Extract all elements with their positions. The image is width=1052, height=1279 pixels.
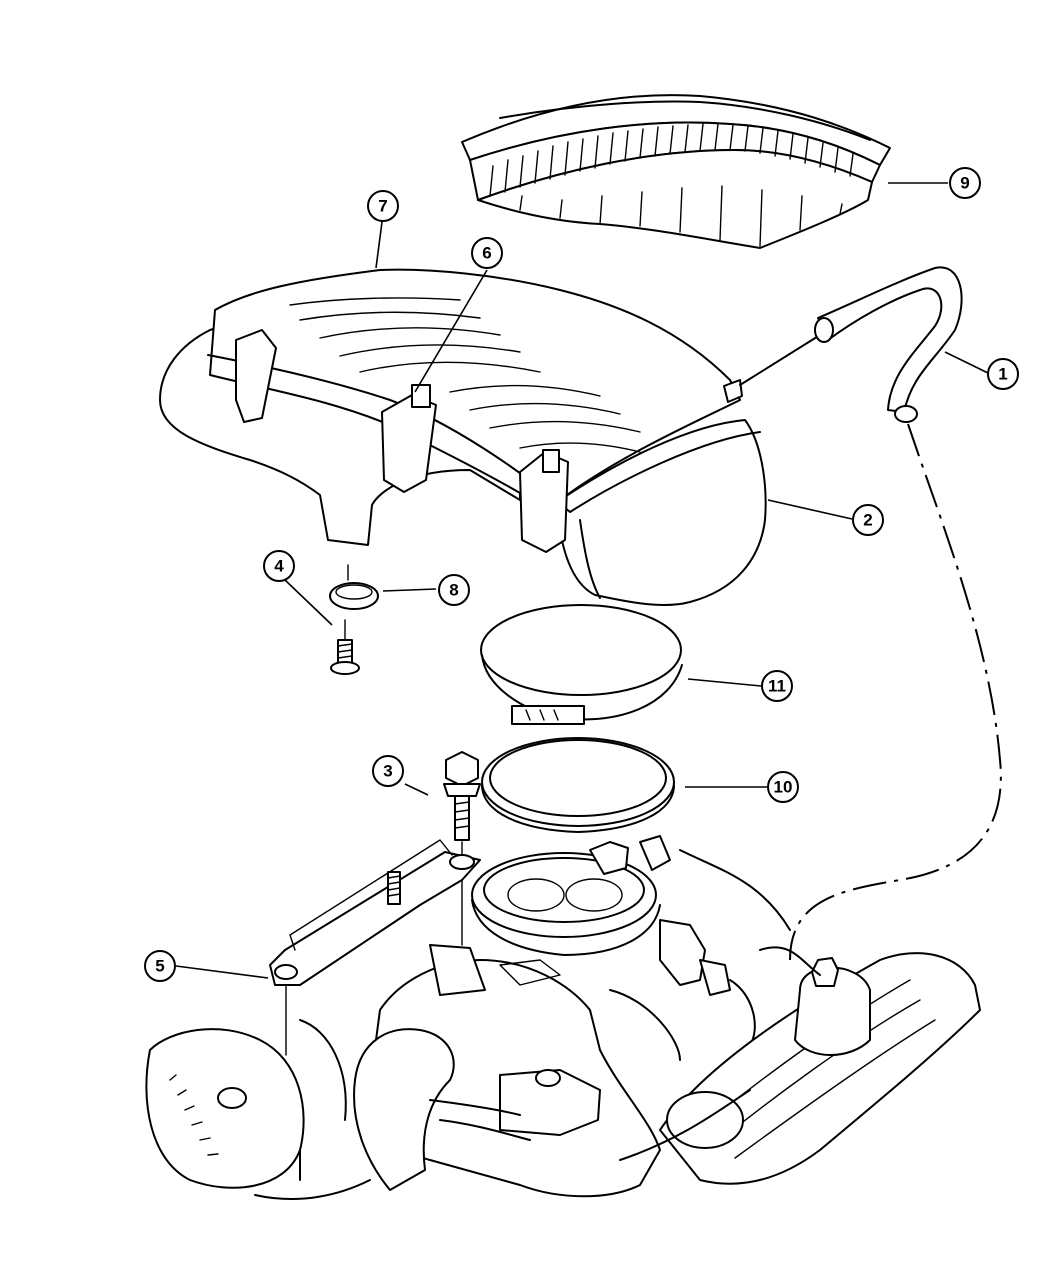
engine-assembly xyxy=(145,835,981,1201)
callout-8: 8 xyxy=(438,574,470,606)
callout-11-label: 11 xyxy=(768,677,786,696)
callout-9: 9 xyxy=(949,167,981,199)
callout-6: 6 xyxy=(471,237,503,269)
callout-9-label: 9 xyxy=(960,174,969,193)
callout-3: 3 xyxy=(372,755,404,787)
callout-4-label: 4 xyxy=(274,557,284,576)
callout-7-label: 7 xyxy=(378,197,387,216)
callout-4: 4 xyxy=(263,550,295,582)
leader-lines xyxy=(175,182,989,979)
callout-3-label: 3 xyxy=(383,762,392,781)
callout-10-label: 10 xyxy=(774,778,793,797)
callout-1: 1 xyxy=(987,358,1019,390)
callout-5: 5 xyxy=(144,950,176,982)
bolt xyxy=(443,751,481,856)
grommet xyxy=(329,564,379,610)
callout-6-label: 6 xyxy=(482,244,491,263)
callout-11: 11 xyxy=(761,670,793,702)
callout-10: 10 xyxy=(767,771,799,803)
callout-2: 2 xyxy=(852,504,884,536)
gasket xyxy=(481,737,675,833)
callout-1-label: 1 xyxy=(998,365,1007,384)
air-filter-element xyxy=(461,94,891,249)
bracket xyxy=(269,839,481,1056)
callout-8-label: 8 xyxy=(449,581,458,600)
callout-7: 7 xyxy=(367,190,399,222)
air-cleaner-housing xyxy=(159,268,821,606)
callout-5-label: 5 xyxy=(155,957,164,976)
clamp-band xyxy=(480,604,683,725)
stud-bolt xyxy=(330,619,360,675)
pcv-hose xyxy=(789,266,1002,961)
callout-2-label: 2 xyxy=(863,511,872,530)
